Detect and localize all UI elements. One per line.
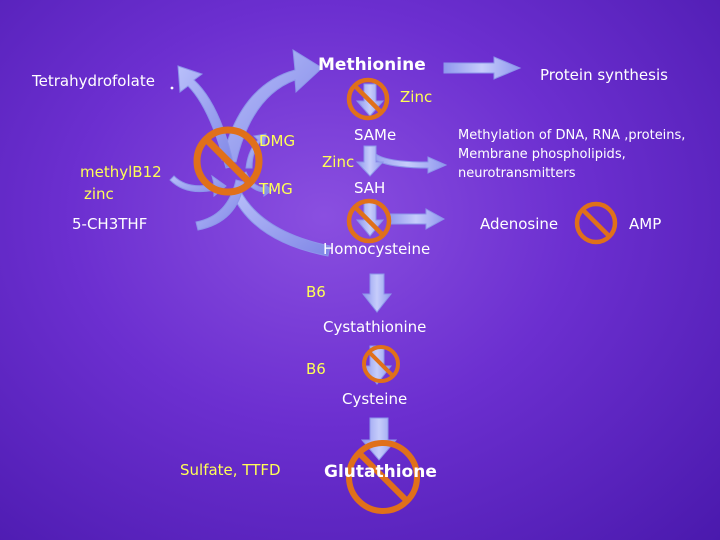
arrow-cysteine-to-glutathione: [360, 417, 398, 461]
node-tetrahydrofolate: Tetrahydrofolate: [32, 72, 155, 90]
node-cysteine: Cysteine: [342, 390, 408, 408]
node-glutathione: Glutathione: [324, 462, 437, 482]
node-adenosine: Adenosine: [480, 215, 559, 233]
node-5-ch3thf: 5-CH3THF: [72, 215, 148, 233]
cofactor-sulfate-ttfd: Sulfate, TTFD: [180, 461, 281, 479]
blocked-sign-glutathione: [346, 440, 420, 514]
arrow-to-protein-synthesis: [443, 56, 522, 80]
blocked-sign-adenosine: [574, 201, 618, 245]
node-methylation-line1: Methylation of DNA, RNA ,proteins,: [458, 128, 686, 143]
cofactor-methylb12: methylB12: [80, 163, 162, 181]
arrow-homocysteine-to-cystathionine: [361, 273, 393, 313]
cycle-arrow-to-tetrahydrofolate: [177, 65, 235, 169]
blocked-sign-cystathionine: [362, 345, 400, 383]
cycle-arrow-from-homocysteine: [231, 189, 331, 257]
arrow-same-to-sah: [355, 145, 385, 177]
cofactor-zinc-same: Zinc: [322, 153, 355, 171]
node-methylation-line2: Membrane phospholipids,: [458, 147, 626, 162]
cofactor-zinc-cycle: zinc: [84, 185, 114, 203]
cycle-arrow-from-ch3thf: [195, 179, 245, 231]
node-methylation-line3: neurotransmitters: [458, 166, 576, 181]
node-protein-synthesis: Protein synthesis: [540, 66, 668, 84]
node-methionine: Methionine: [318, 55, 426, 75]
blocked-sign-sah: [346, 198, 392, 244]
node-amp: AMP: [629, 215, 662, 233]
cycle-arrow-to-methionine: [221, 49, 323, 163]
node-tmg: TMG: [259, 180, 293, 198]
blocked-sign-cycle: [193, 126, 263, 196]
node-homocysteine: Homocysteine: [323, 240, 431, 258]
cycle-arrow-dmg: [245, 133, 267, 169]
node-dmg: DMG: [259, 132, 296, 150]
cofactor-b6-cystathionine: B6: [306, 283, 326, 301]
tetrahydrofolate-dot: [170, 86, 174, 90]
cofactor-zinc-methionine: Zinc: [400, 88, 433, 106]
node-same: SAMe: [354, 126, 397, 144]
arrow-to-adenosine: [387, 208, 446, 230]
cofactor-b6-cysteine: B6: [306, 360, 326, 378]
node-sah: SAH: [354, 179, 386, 197]
blocked-sign-methionine: [346, 77, 390, 121]
node-cystathionine: Cystathionine: [323, 318, 427, 336]
